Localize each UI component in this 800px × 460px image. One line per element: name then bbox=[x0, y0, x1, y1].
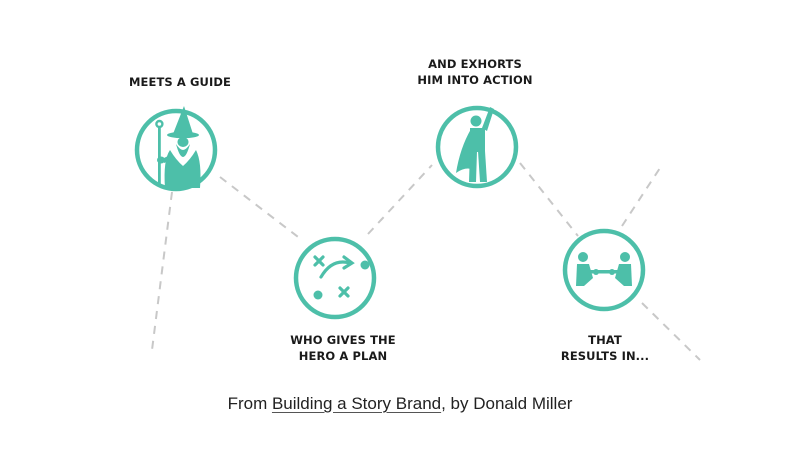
step-label-line: MEETS A GUIDE bbox=[129, 75, 231, 89]
caption-suffix: , by Donald Miller bbox=[441, 394, 573, 413]
step-results-node bbox=[562, 228, 646, 312]
connector-line bbox=[519, 162, 579, 237]
step-label-line: HIM INTO ACTION bbox=[417, 73, 533, 87]
connector-line bbox=[641, 302, 701, 361]
connector-line bbox=[219, 176, 303, 241]
step-label-line: HERO A PLAN bbox=[298, 349, 388, 363]
connector-line bbox=[367, 164, 433, 235]
connector-line bbox=[621, 167, 661, 227]
step-label-line: THAT bbox=[588, 333, 622, 347]
diagram-canvas bbox=[134, 105, 701, 361]
step-guide-node bbox=[134, 106, 218, 192]
step-label-results: THAT RESULTS IN... bbox=[530, 332, 680, 364]
step-plan-node bbox=[293, 236, 377, 320]
step-label-exhort: AND EXHORTS HIM INTO ACTION bbox=[390, 56, 560, 88]
story-brand-diagram: MEETS A GUIDE AND EXHORTS HIM INTO ACTIO… bbox=[105, 56, 701, 364]
connector-line bbox=[151, 191, 173, 351]
book-title-link[interactable]: Building a Story Brand bbox=[271, 394, 442, 413]
step-label-line: AND EXHORTS bbox=[428, 57, 522, 71]
hero-cape-icon bbox=[456, 107, 494, 182]
step-exhort-node bbox=[435, 105, 519, 189]
step-label-plan: WHO GIVES THE HERO A PLAN bbox=[268, 332, 418, 364]
step-label-line: RESULTS IN... bbox=[560, 349, 650, 363]
node-circle bbox=[293, 236, 377, 320]
source-caption: From Building a Story Brand, by Donald M… bbox=[0, 394, 800, 414]
step-label-line: WHO GIVES THE bbox=[290, 333, 396, 347]
caption-prefix: From bbox=[227, 394, 272, 413]
tug-of-war-icon bbox=[576, 252, 632, 286]
step-label-guide: MEETS A GUIDE bbox=[105, 74, 255, 90]
wizard-icon bbox=[155, 106, 201, 188]
game-plan-icon bbox=[313, 255, 370, 300]
connector-lines bbox=[151, 162, 701, 361]
